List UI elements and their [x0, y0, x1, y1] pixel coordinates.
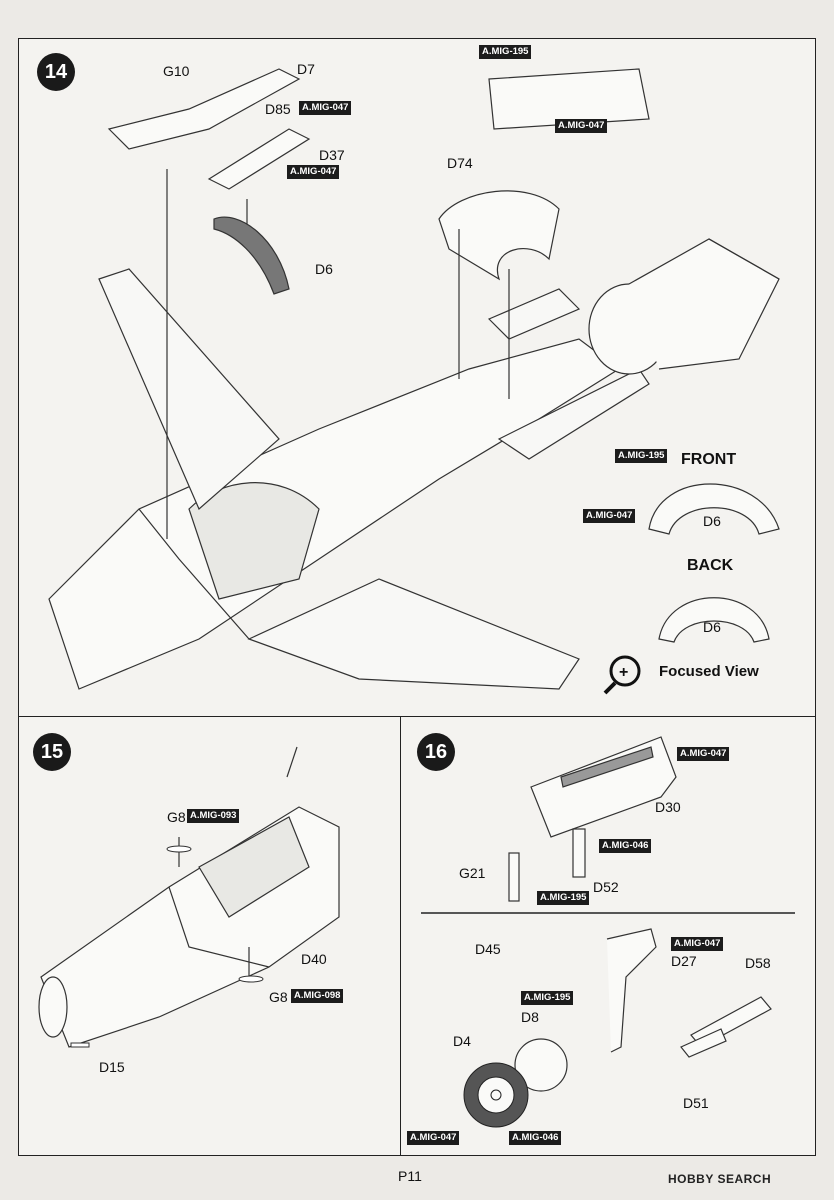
tag-d27-195: A.MIG-195	[521, 991, 574, 1005]
label-d6-front: D6	[703, 513, 721, 529]
tag-front-195: A.MIG-195	[615, 449, 668, 463]
tag-d37: A.MIG-047	[287, 165, 340, 179]
step-16-panel: 16 A.MIG-047 D30 A.MIG-046 G21 D52 A.MIG…	[400, 716, 816, 1156]
step-16-drawing	[421, 736, 795, 1128]
label-d30: D30	[655, 799, 681, 815]
tag-d30: A.MIG-047	[677, 747, 730, 761]
label-d51: D51	[683, 1095, 709, 1111]
tag-d52-195: A.MIG-195	[537, 891, 590, 905]
label-d15: D15	[99, 1059, 125, 1075]
label-g10: G10	[163, 63, 190, 79]
watermark: HOBBY SEARCH	[668, 1172, 772, 1186]
label-d85: D85	[265, 101, 291, 117]
step-15-drawing	[38, 746, 340, 1048]
step-14-panel: + 14 G10 D7 D85 A.MIG-047 D37 A.MIG-047 …	[18, 38, 816, 717]
tag-front-047: A.MIG-047	[583, 509, 636, 523]
step-number-16: 16	[417, 733, 455, 771]
page-number: P11	[398, 1168, 422, 1184]
label-d4: D4	[453, 1033, 471, 1049]
tag-top-047: A.MIG-047	[555, 119, 608, 133]
label-d7: D7	[297, 61, 315, 77]
label-d37: D37	[319, 147, 345, 163]
label-g21: G21	[459, 865, 486, 881]
label-d58: D58	[745, 955, 771, 971]
label-back: BACK	[687, 557, 734, 574]
step-14-drawing: +	[48, 68, 780, 695]
tag-d85: A.MIG-047	[299, 101, 352, 115]
label-d74: D74	[447, 155, 473, 171]
tag-g8-top: A.MIG-093	[187, 809, 240, 823]
step-number-15: 15	[33, 733, 71, 771]
label-front: FRONT	[681, 451, 737, 468]
tag-wheel-047: A.MIG-047	[407, 1131, 460, 1145]
tag-wheel-046: A.MIG-046	[509, 1131, 562, 1145]
label-g8-bottom: G8	[269, 989, 288, 1005]
label-g8-top: G8	[167, 809, 186, 825]
label-d6-back: D6	[703, 619, 721, 635]
label-d40: D40	[301, 951, 327, 967]
label-d6: D6	[315, 261, 333, 277]
label-d8: D8	[521, 1009, 539, 1025]
step-number-14: 14	[37, 53, 75, 91]
svg-text:+: +	[619, 664, 628, 681]
tag-d27: A.MIG-047	[671, 937, 724, 951]
tag-g8-bottom: A.MIG-098	[291, 989, 344, 1003]
label-d27: D27	[671, 953, 697, 969]
tag-top-195: A.MIG-195	[479, 45, 532, 59]
tag-d52-046: A.MIG-046	[599, 839, 652, 853]
step-15-panel: 15 G8 A.MIG-093 D40 G8 A.MIG-098 D15	[18, 716, 402, 1156]
label-d45: D45	[475, 941, 501, 957]
focused-view-label: Focused View	[659, 663, 759, 680]
label-d52: D52	[593, 879, 619, 895]
